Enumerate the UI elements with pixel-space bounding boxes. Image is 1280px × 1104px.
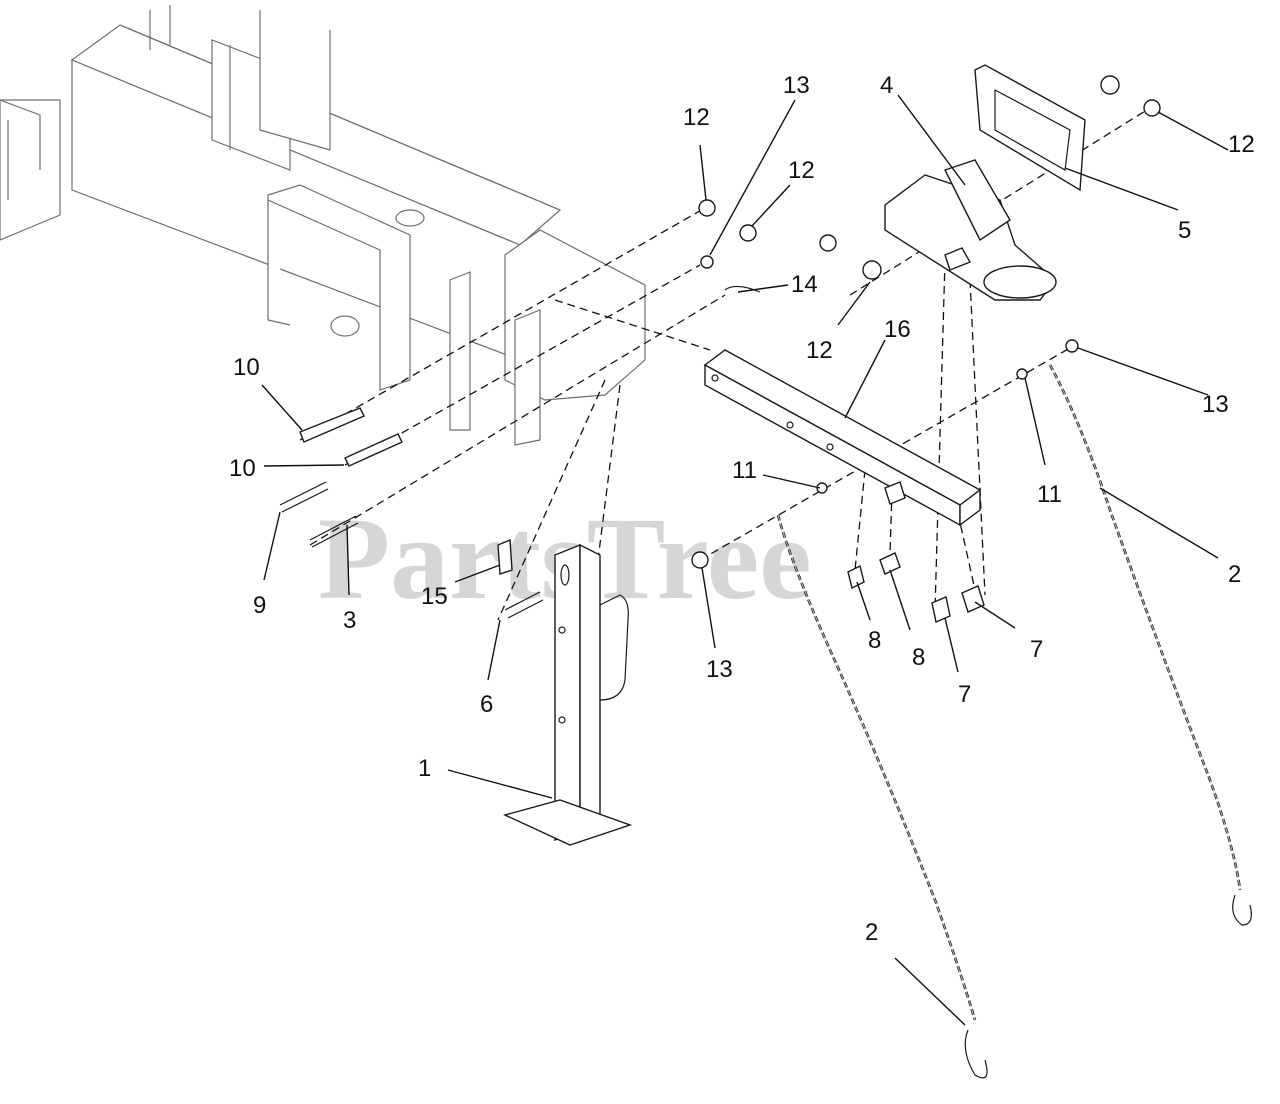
callout-13-bottom: 13: [706, 656, 733, 683]
callout-12-right: 12: [1228, 131, 1255, 158]
callout-labels: 1 2 2 3 4 5 6 7 7 8 8 9 10 10 11 11 12 1…: [229, 72, 1255, 946]
hardware-nuts: [691, 75, 1161, 623]
callout-16: 16: [884, 316, 911, 343]
callout-10-top: 10: [233, 354, 260, 381]
callout-13-right: 13: [1202, 391, 1229, 418]
callout-3: 3: [343, 607, 356, 634]
machine-frame: [0, 5, 646, 446]
callout-2-left: 2: [865, 919, 878, 946]
leader-lines: [261, 94, 1229, 1026]
bolts: [279, 285, 761, 619]
coupler-plate: [974, 64, 1086, 192]
safety-chains: [776, 364, 1252, 1079]
callout-1: 1: [418, 755, 431, 782]
callout-14: 14: [791, 271, 818, 298]
callout-2-right: 2: [1228, 561, 1241, 588]
callout-7-right: 7: [1030, 636, 1043, 663]
callout-10-mid: 10: [229, 455, 256, 482]
callout-13-top: 13: [783, 72, 810, 99]
callout-12-lower: 12: [806, 337, 833, 364]
callout-11-left: 11: [732, 457, 757, 484]
jack-stand: [502, 543, 633, 846]
coupler: [884, 159, 1057, 301]
alignment-lines: [299, 107, 1151, 621]
callout-15: 15: [421, 583, 448, 610]
callout-12-top: 12: [683, 104, 710, 131]
callout-12-mid: 12: [788, 157, 815, 184]
callout-4: 4: [880, 72, 893, 99]
callout-9: 9: [253, 592, 266, 619]
callout-7-left: 7: [958, 681, 971, 708]
callout-11-right: 11: [1037, 481, 1062, 508]
callout-8-right: 8: [912, 644, 925, 671]
callout-5: 5: [1178, 217, 1191, 244]
callout-6: 6: [480, 691, 493, 718]
callout-8-left: 8: [868, 627, 881, 654]
